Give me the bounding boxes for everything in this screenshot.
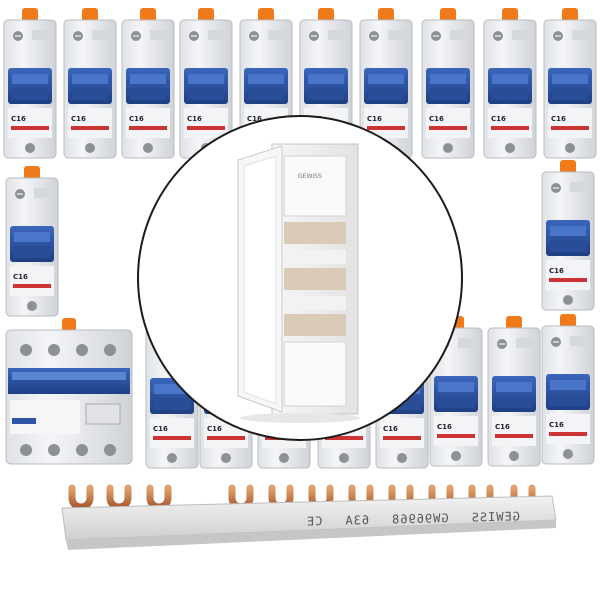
rcd-four-pole [5,318,133,465]
breaker [541,313,595,465]
comb-busbar [61,484,557,550]
busbar-part-number: GW96968 [390,511,449,527]
breaker [487,315,541,467]
busbar-brand: GEWISS [470,509,521,525]
breaker [421,7,475,159]
breaker-left [5,165,59,317]
breaker [3,7,57,159]
breaker [121,7,175,159]
breaker [543,7,597,159]
breaker [63,7,117,159]
ce-mark: CE [305,514,323,529]
busbar-rating: 63A [344,513,370,528]
breaker-right [541,159,595,311]
enclosure-inset: GEWISS [137,115,463,441]
breaker [483,7,537,159]
enclosure-brand-label: GEWISS [298,173,322,180]
